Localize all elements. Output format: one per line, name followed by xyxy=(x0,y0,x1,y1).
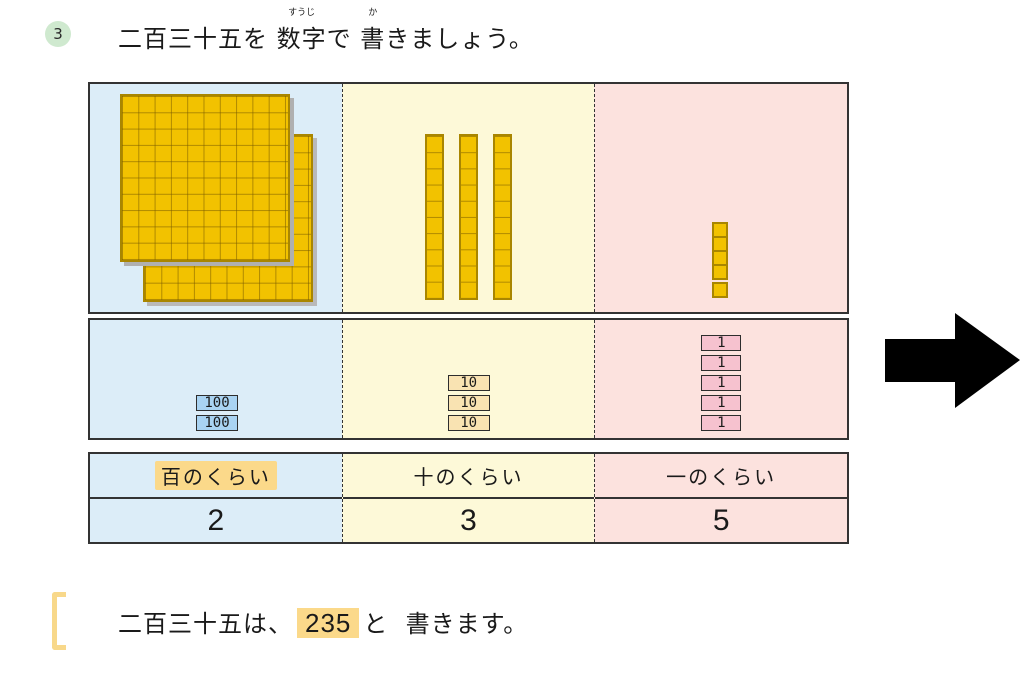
problem-instruction: 二百三十五を すうじ数字で か書きましょう。 xyxy=(118,8,534,54)
hundreds-place-column: 百のくらい 2 xyxy=(90,454,342,542)
ones-place-value: 5 xyxy=(712,503,730,537)
hundreds-place-label: 百のくらい xyxy=(154,461,277,490)
kanji-suuji: すうじ数字 xyxy=(277,8,327,54)
instruction-part-3: きましょう。 xyxy=(385,25,534,53)
tens-place-label: 十のくらい xyxy=(342,454,595,499)
ten-rod-block xyxy=(458,134,478,300)
hundred-card: 100 xyxy=(196,395,238,411)
kanji-kaku: か書 xyxy=(360,8,385,54)
blocks-panel xyxy=(88,82,849,314)
problem-number-badge: 3 xyxy=(45,21,71,47)
tens-cards-column: 10 10 10 xyxy=(341,320,595,438)
right-arrow-icon xyxy=(885,313,1020,408)
ruby-kaku: か xyxy=(368,8,378,18)
one-card: 1 xyxy=(701,355,742,371)
ten-card: 10 xyxy=(447,395,490,411)
tens-place-value: 3 xyxy=(460,503,477,537)
ruby-suuji: すうじ xyxy=(288,8,316,18)
ones-place-column: 一のくらい 5 xyxy=(594,454,848,542)
hundred-flat-block xyxy=(120,94,290,262)
instruction-part-1: 二百三十五を xyxy=(118,25,268,53)
hundreds-blocks-column xyxy=(90,84,342,312)
ten-card: 10 xyxy=(447,415,490,431)
ones-place-label: 一のくらい xyxy=(595,454,848,499)
hundreds-place-value: 2 xyxy=(207,503,225,537)
one-card: 1 xyxy=(701,395,742,411)
bracket-icon xyxy=(52,592,66,650)
tens-blocks-column xyxy=(341,84,595,312)
answer-prefix: 二百三十五は、 xyxy=(118,610,293,638)
answer-mid: と xyxy=(363,610,389,638)
ones-cards-column: 1 1 1 1 1 xyxy=(594,320,848,438)
answer-number: 235 xyxy=(297,608,360,638)
one-card: 1 xyxy=(701,415,742,431)
place-value-table: 百のくらい 2 十のくらい 3 一のくらい 5 xyxy=(88,452,849,544)
tens-place-column: 十のくらい 3 xyxy=(341,454,595,542)
one-unit-cube xyxy=(712,264,729,280)
ones-blocks-column xyxy=(594,84,848,312)
ten-rod-block xyxy=(492,134,512,300)
answer-suffix: 書きます。 xyxy=(405,610,529,638)
ten-card: 10 xyxy=(447,375,490,391)
one-card: 1 xyxy=(701,335,742,351)
hundreds-cards-column: 100 100 xyxy=(90,320,342,438)
one-unit-cube xyxy=(712,282,729,298)
cards-panel: 100 100 10 10 10 1 1 1 1 1 xyxy=(88,318,849,440)
instruction-part-2: で xyxy=(326,25,352,53)
hundred-card: 100 xyxy=(196,415,238,431)
ten-rod-block xyxy=(424,134,444,300)
one-card: 1 xyxy=(701,375,742,391)
